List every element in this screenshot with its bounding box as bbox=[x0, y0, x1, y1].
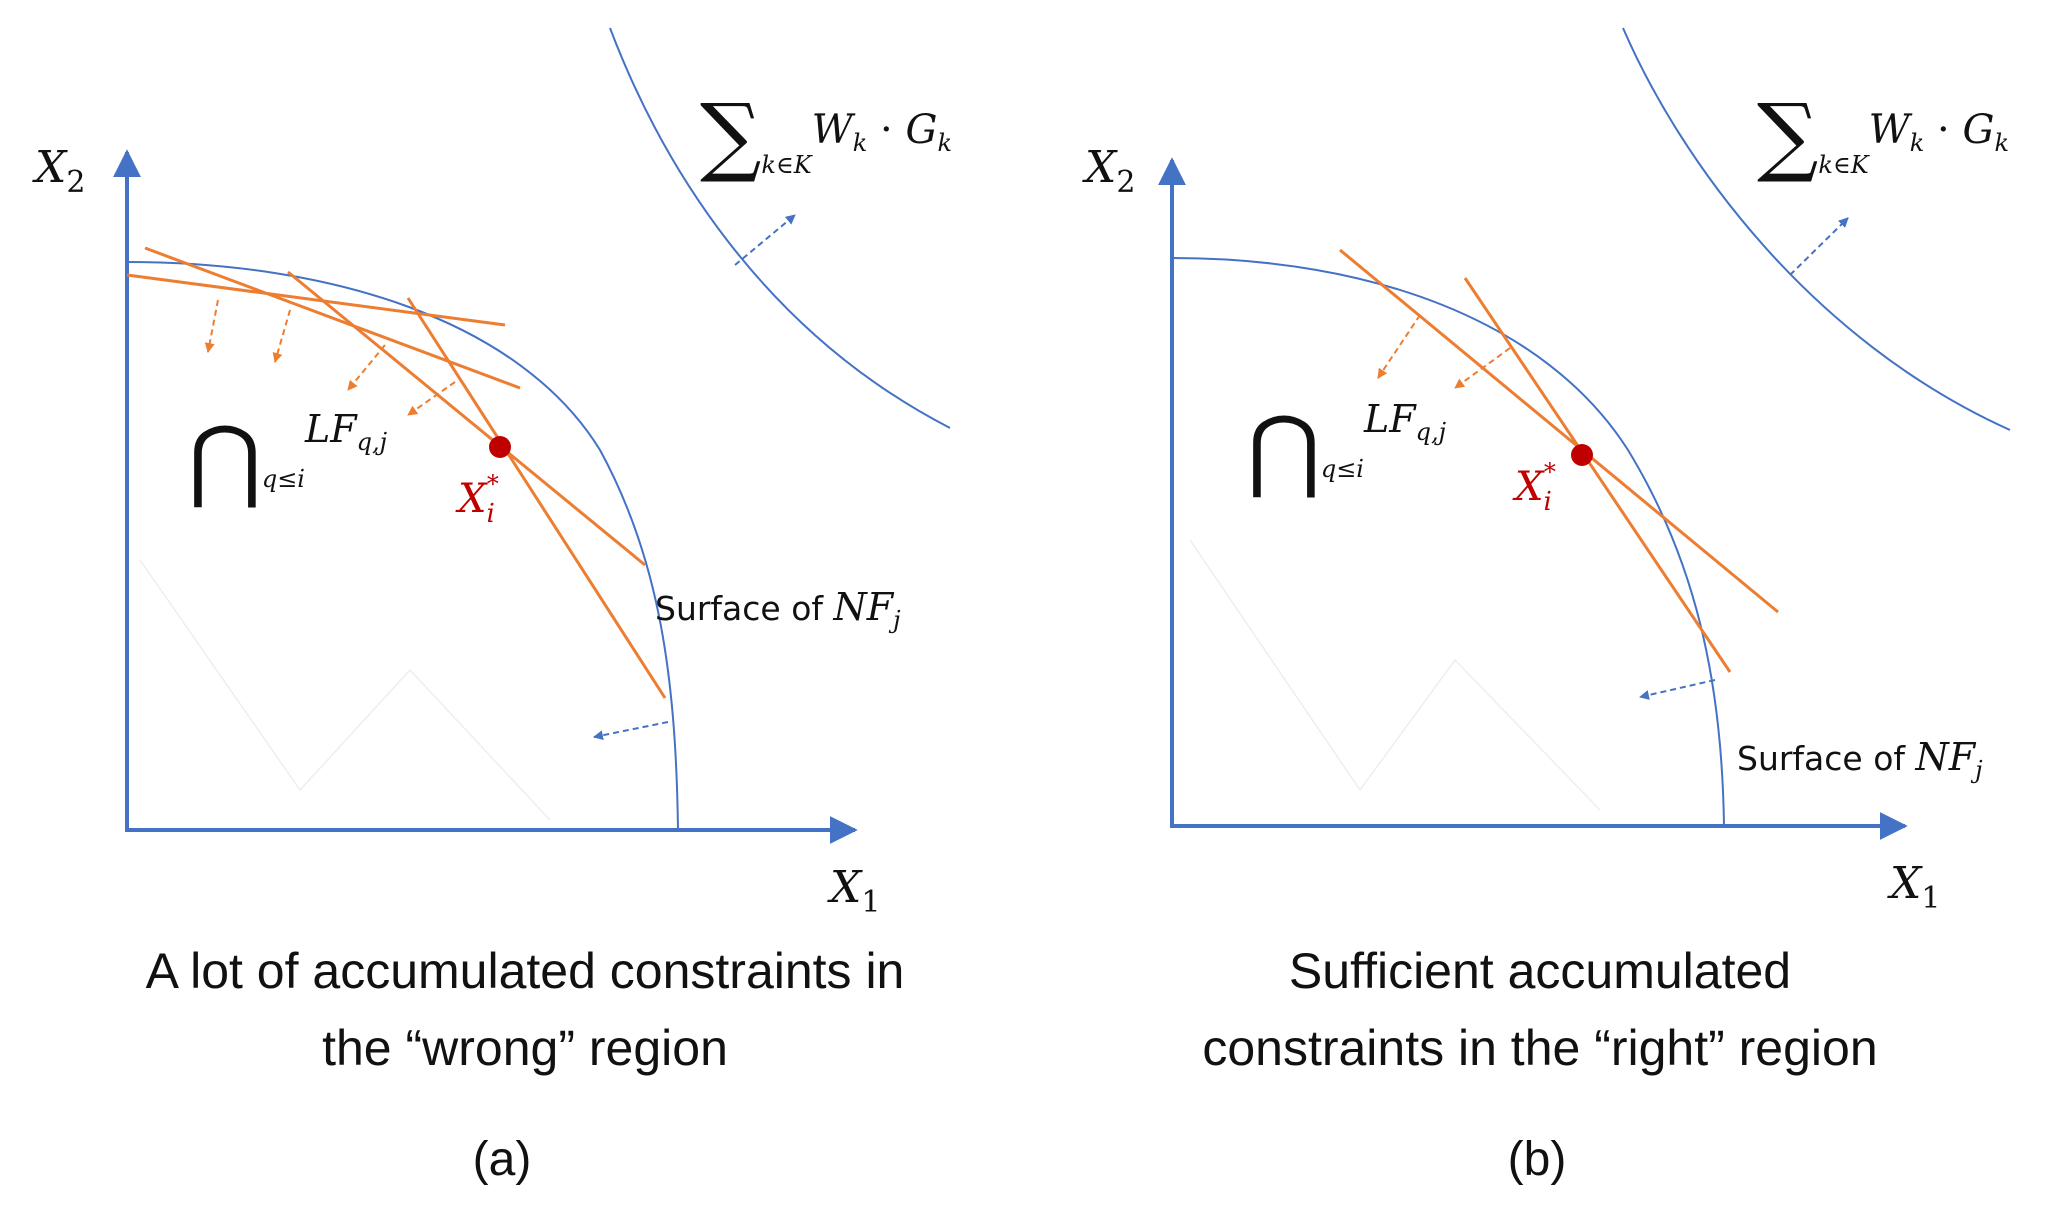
nf-surface-curve bbox=[126, 261, 679, 831]
panel-a: X2 X1 ∑k∈KWk · Gk ⋂q≤iLFq,j Xi* Surface … bbox=[32, 27, 952, 1186]
constraint-line bbox=[406, 297, 667, 699]
caption-line-2: the “wrong” region bbox=[322, 1020, 728, 1076]
y-axis-label: X2 bbox=[32, 142, 85, 200]
faint-background-strokes bbox=[139, 559, 551, 821]
surface-label: Surface of NFj bbox=[655, 585, 901, 634]
surface-inward-arrow bbox=[1639, 679, 1716, 700]
constraint-line bbox=[1339, 248, 1779, 614]
faint-background-strokes bbox=[1189, 539, 1601, 811]
optimal-point bbox=[489, 436, 511, 458]
constraint-line bbox=[144, 246, 521, 390]
panel-tag: (b) bbox=[1508, 1133, 1567, 1186]
optimal-point-label: Xi* bbox=[455, 470, 499, 529]
x-axis-label: X1 bbox=[1887, 858, 1940, 916]
caption-line-1: A lot of accumulated constraints in bbox=[146, 943, 905, 999]
y-axis-label: X2 bbox=[1082, 142, 1135, 200]
optimal-point-label: Xi* bbox=[1512, 458, 1556, 517]
objective-label: ∑k∈KWk · Gk bbox=[700, 86, 952, 186]
optimal-point bbox=[1571, 444, 1593, 466]
caption-line-2: constraints in the “right” region bbox=[1202, 1020, 1877, 1076]
panel-b: X2 X1 ∑k∈KWk · Gk ⋂q≤iLFq,j Xi* Surface … bbox=[1082, 27, 2011, 1186]
constraint-cut-arrows bbox=[1377, 314, 1511, 389]
constraint-line bbox=[1463, 277, 1732, 673]
objective-label: ∑k∈KWk · Gk bbox=[1757, 86, 2009, 186]
panel-tag: (a) bbox=[473, 1133, 532, 1186]
linear-constraints bbox=[1339, 248, 1779, 673]
objective-direction-arrow bbox=[734, 214, 796, 266]
surface-inward-arrow bbox=[593, 721, 669, 741]
linear-constraints bbox=[126, 246, 667, 699]
objective-curve bbox=[1622, 27, 2011, 431]
objective-direction-arrow bbox=[1789, 217, 1849, 276]
constraint-cut-arrows bbox=[204, 299, 456, 416]
intersection-label: ⋂q≤iLFq,j bbox=[1247, 397, 1447, 502]
caption-line-1: Sufficient accumulated bbox=[1289, 943, 1791, 999]
intersection-label: ⋂q≤iLFq,j bbox=[188, 407, 388, 512]
surface-label: Surface of NFj bbox=[1737, 735, 1983, 784]
objective-curve bbox=[609, 27, 951, 429]
constraint-line bbox=[287, 270, 646, 567]
x-axis-label: X1 bbox=[827, 862, 880, 920]
constraint-line bbox=[126, 273, 506, 327]
